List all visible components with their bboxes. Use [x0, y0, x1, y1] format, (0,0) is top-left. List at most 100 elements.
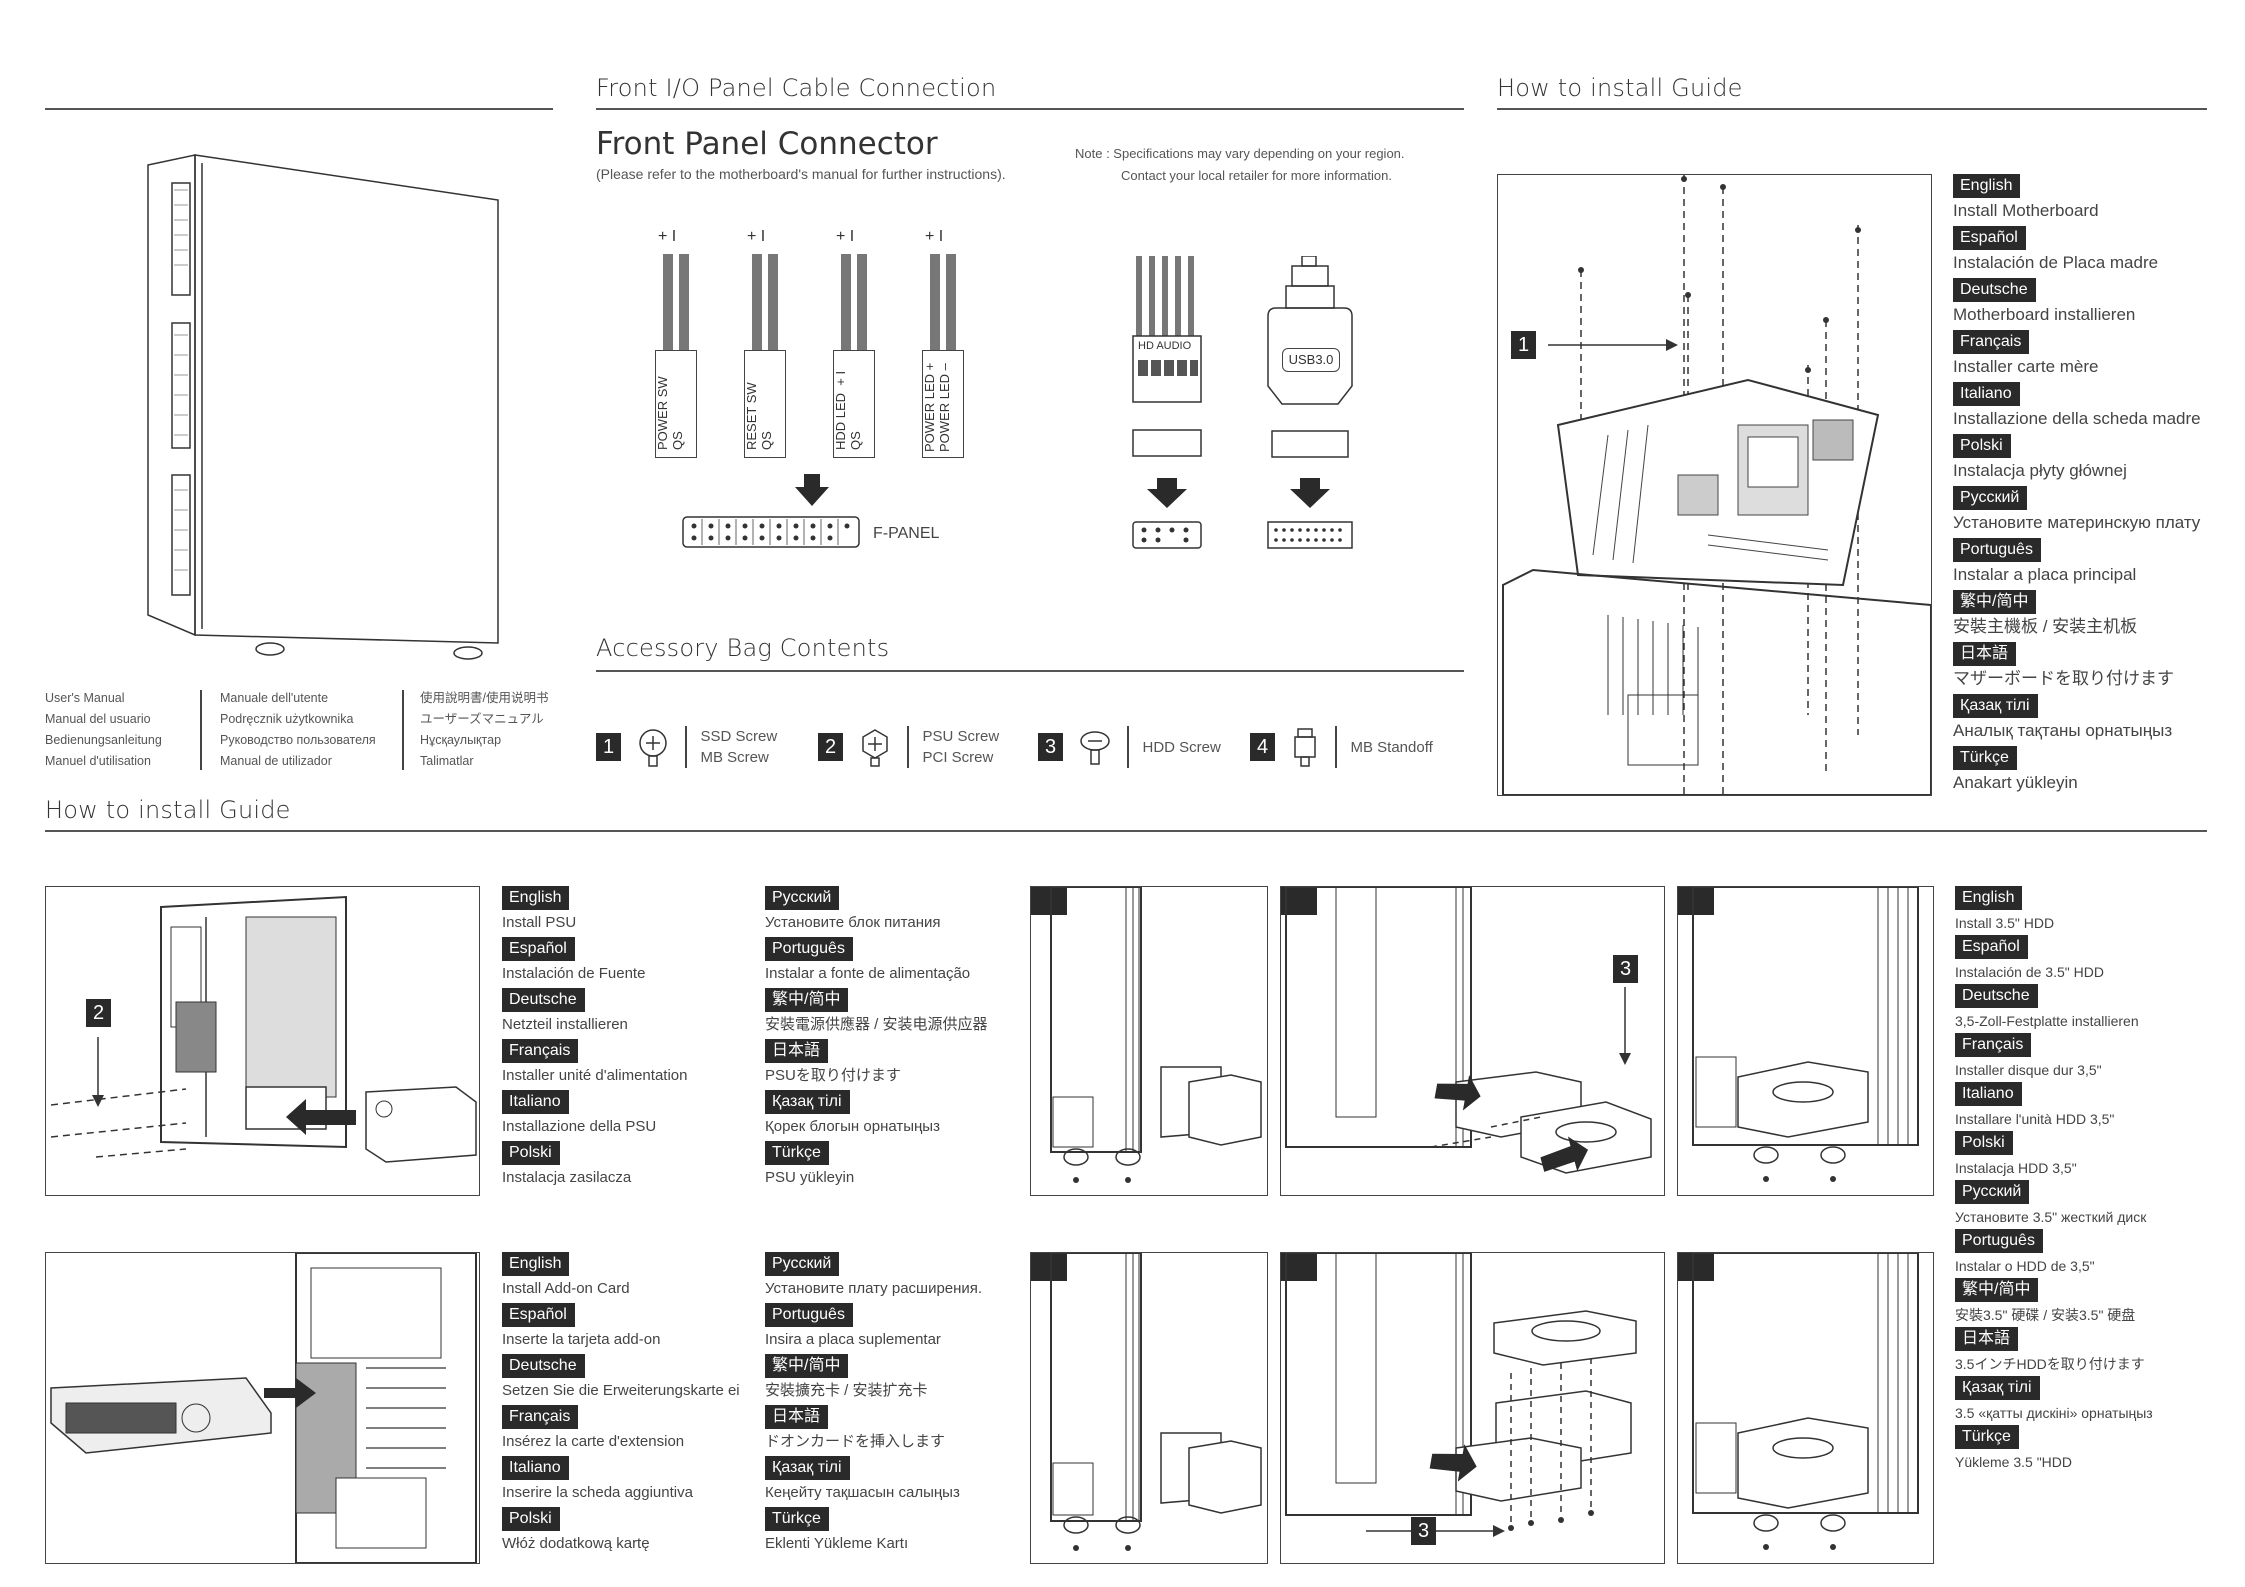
hdd-step-4-illustration	[1030, 1252, 1268, 1564]
language-tag: Polski	[502, 1507, 560, 1531]
instruction-text: Installer carte mère	[1953, 357, 2099, 376]
instruction-text: Install Add-on Card	[502, 1280, 630, 1297]
instruction-text: Inserire la scheda aggiuntiva	[502, 1484, 693, 1501]
instruction-text: PSUを取り付けます	[765, 1067, 901, 1084]
language-tag: 日本語	[765, 1039, 829, 1063]
instruction-text: Yükleme 3.5 "HDD	[1955, 1454, 2073, 1470]
manual-col-1: User's Manual Manual del usuario Bedienu…	[45, 688, 162, 772]
language-tag: Français	[1955, 1033, 2032, 1057]
motherboard-install-illustration: 1	[1497, 174, 1932, 796]
language-entry: 日本語マザーボードを取り付けます	[1953, 642, 2201, 689]
manual-title: Talimatlar	[420, 754, 474, 768]
instruction-text: 安裝主機板 / 安装主机板	[1953, 617, 2138, 636]
language-tag: Türkçe	[765, 1507, 829, 1531]
language-tag: Қазақ тілі	[765, 1090, 850, 1114]
instruction-text: 3.5 «қатты дискіні» орнатыңыз	[1955, 1405, 2153, 1421]
language-tag: Deutsche	[1955, 984, 2038, 1008]
language-tag: Қазақ тілі	[1953, 694, 2038, 718]
language-tag: Português	[1953, 538, 2041, 562]
instruction-text: Install 3.5" HDD	[1955, 915, 2055, 931]
language-tag: Polski	[1953, 434, 2011, 458]
screw-icon	[639, 729, 667, 767]
polarity-label: + I	[658, 228, 677, 245]
instruction-text: 3,5-Zoll-Festplatte installieren	[1955, 1013, 2139, 1029]
polarity-label: + I	[747, 228, 766, 245]
psu-install-illustration: 2	[45, 886, 480, 1196]
instruction-text: Instalación de Fuente	[502, 965, 646, 982]
instruction-text: 安裝擴充卡 / 安装扩充卡	[765, 1382, 928, 1399]
accessory-label: PSU Screw	[922, 728, 1000, 745]
language-tag: English	[502, 886, 570, 910]
language-tag: Türkçe	[1955, 1425, 2019, 1449]
instruction-text: Instalar o HDD de 3,5"	[1955, 1258, 2095, 1274]
instruction-text: Install PSU	[502, 914, 577, 931]
hd-audio-connector: HD AUDIO	[1132, 256, 1202, 561]
instruction-text: Motherboard installieren	[1953, 305, 2136, 324]
language-tag: Deutsche	[1953, 278, 2036, 302]
manual-title: Нұсқаулықтар	[420, 733, 502, 747]
screw-icon	[1080, 731, 1110, 765]
instruction-text: Insérez la carte d'extension	[502, 1433, 685, 1450]
language-tag: Português	[765, 1303, 853, 1327]
guide-title-top: How to install Guide	[1497, 74, 1743, 102]
screw-icon	[862, 729, 888, 767]
front-panel-plugs: + I POWER SW QS + I RESET SW QS + I HDD …	[655, 228, 1115, 462]
instruction-text: Insira a placa suplementar	[765, 1331, 941, 1348]
instruction-text: Кеңейту тақшасын салыңыз	[765, 1484, 960, 1501]
connector-label: POWER LED +	[922, 362, 937, 452]
fpanel-label: F-PANEL	[873, 525, 940, 542]
pc-case-illustration	[147, 154, 499, 660]
usb3-connector: USB3.0	[1260, 255, 1360, 561]
instruction-text: PSU yükleyin	[765, 1169, 855, 1186]
instruction-text: Installare l'unità HDD 3,5"	[1955, 1111, 2115, 1127]
accessory-title: Accessory Bag Contents	[596, 634, 890, 662]
instruction-text: Instalacja płyty głównej	[1953, 461, 2127, 480]
instruction-text: Установите блок питания	[765, 914, 941, 931]
language-tag: Türkçe	[1953, 746, 2017, 770]
hdd-step-5-illustration: 3	[1280, 1252, 1665, 1564]
instruction-text: 3.5インチHDDを取り付けます	[1955, 1356, 2145, 1372]
connector-label: HDD LED	[833, 392, 848, 450]
language-tag: Italiano	[1953, 382, 2020, 406]
language-tag: Français	[1953, 330, 2030, 354]
accessory-label: PCI Screw	[922, 749, 994, 766]
divider-left-top	[45, 108, 553, 110]
instruction-text: Қорек блогын орнатыңыз	[765, 1118, 940, 1135]
front-panel-title: Front Panel Connector	[596, 126, 938, 162]
instruction-text: Włóż dodatkową kartę	[502, 1535, 650, 1552]
language-tag: 繁中/简中	[765, 988, 849, 1012]
instruction-text: Instalar a placa principal	[1953, 565, 2137, 584]
language-tag: Español	[502, 1303, 575, 1327]
instruction-text: Установите плату расширения.	[765, 1280, 983, 1297]
language-tag: Русский	[1955, 1180, 2030, 1204]
language-entry: 繁中/简中安裝擴充卡 / 安装扩充卡	[765, 1354, 982, 1401]
manual-title: Manual del usuario	[45, 712, 151, 726]
instruction-text: 安裝電源供應器 / 安装电源供应器	[765, 1016, 988, 1033]
language-tag: Español	[1953, 226, 2026, 250]
manual-title: Manuale dell'utente	[220, 691, 329, 705]
